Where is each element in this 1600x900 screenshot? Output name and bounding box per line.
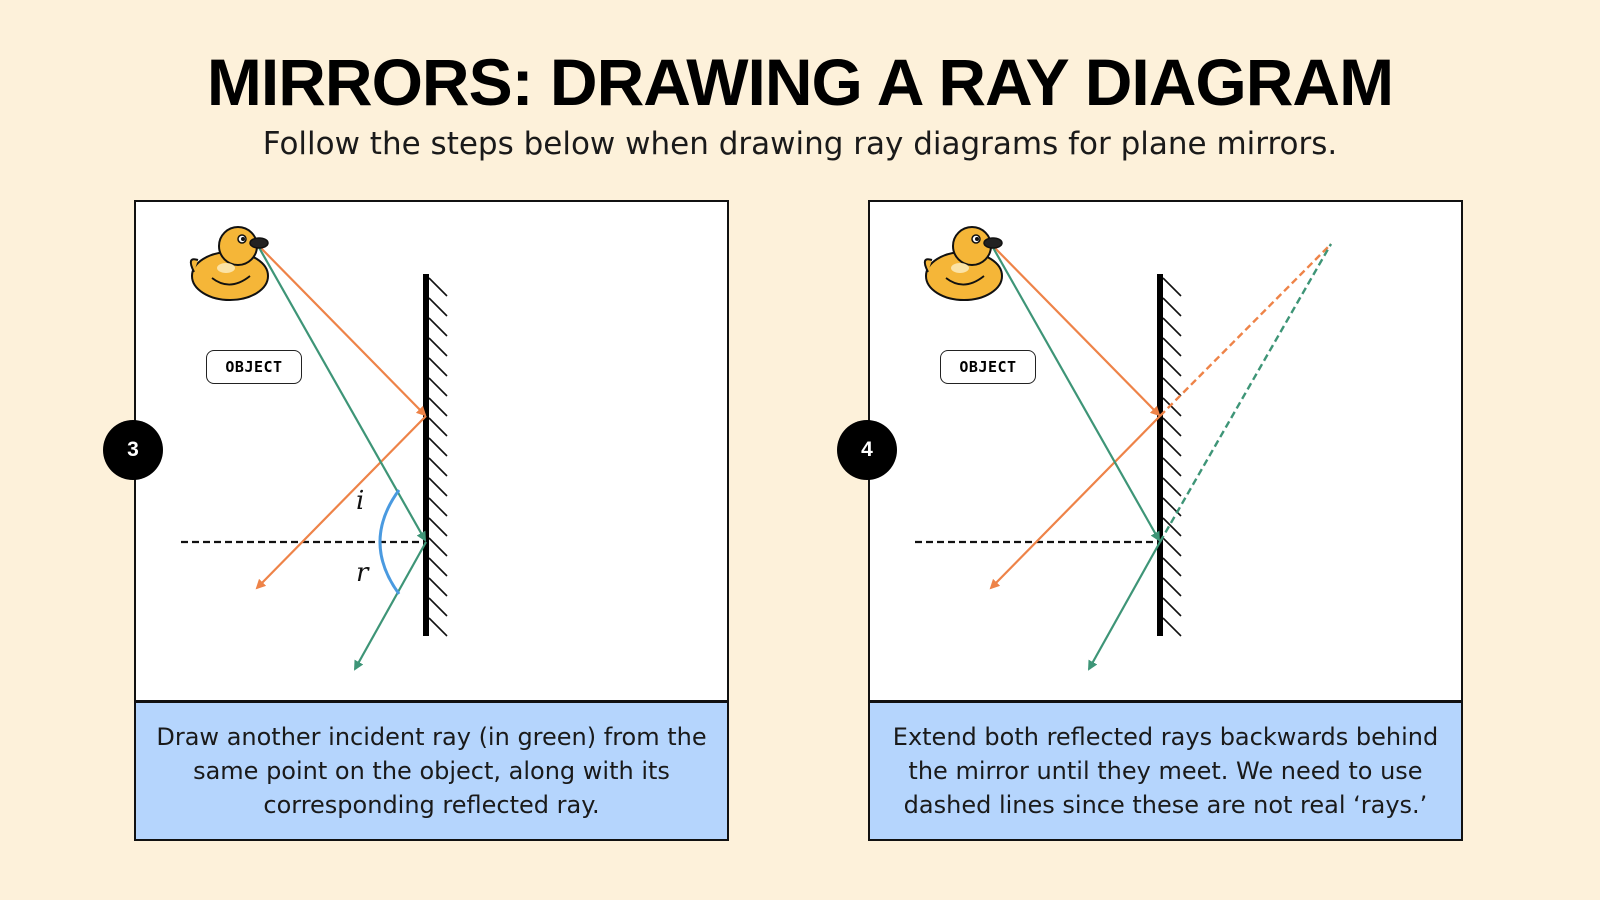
- step-3-badge: 3: [103, 420, 163, 480]
- step-4-panel: OBJECT Extend both reflected rays backwa…: [868, 200, 1463, 841]
- object-label: OBJECT: [206, 350, 302, 384]
- step-4-badge: 4: [837, 420, 897, 480]
- angle-arc: [378, 489, 401, 595]
- orange-incident-ray: [990, 243, 1161, 417]
- angle-of-reflection-label: r: [356, 558, 369, 588]
- ray-diagram-step-3: [181, 226, 448, 671]
- object-label: OBJECT: [940, 350, 1036, 384]
- step-4-caption: Extend both reflected rays backwards beh…: [870, 700, 1461, 839]
- green-incident-ray: [256, 243, 426, 542]
- step-3-panel: OBJECT i r Draw another incident ray (in…: [134, 200, 729, 841]
- page-subtitle: Follow the steps below when drawing ray …: [262, 126, 1338, 162]
- rubber-duck-icon: [923, 226, 1003, 301]
- orange-incident-ray: [256, 243, 427, 417]
- mirror-hatching: [1162, 277, 1182, 637]
- step-3-caption: Draw another incident ray (in green) fro…: [136, 700, 727, 839]
- page-title: MIRRORS: DRAWING A RAY DIAGRAM: [206, 45, 1394, 119]
- green-incident-ray: [990, 243, 1160, 542]
- green-reflected-ray: [354, 541, 427, 671]
- ray-diagram-step-4: [915, 226, 1333, 671]
- green-reflected-ray: [1088, 541, 1161, 671]
- orange-reflected-ray: [989, 415, 1161, 590]
- orange-reflected-ray: [255, 415, 427, 590]
- mirror-hatching: [428, 277, 448, 637]
- rubber-duck-icon: [189, 226, 269, 301]
- angle-of-incidence-label: i: [356, 486, 365, 516]
- orange-virtual-extension: [1159, 243, 1332, 417]
- green-virtual-extension: [1158, 243, 1333, 543]
